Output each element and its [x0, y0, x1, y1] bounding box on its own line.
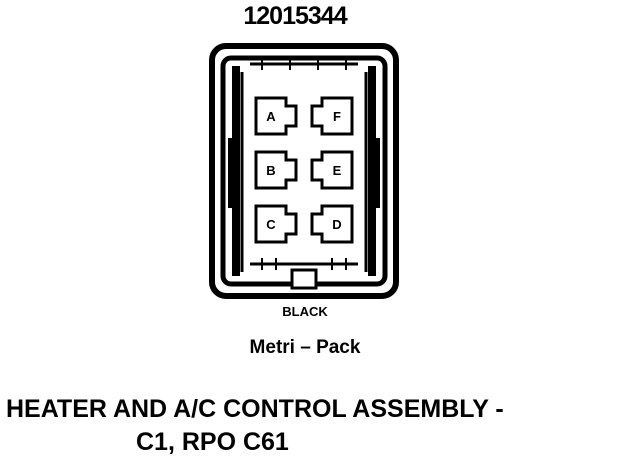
- connector-color-label: BLACK: [282, 304, 328, 319]
- left-latch: [228, 66, 244, 276]
- cavity-c: C: [254, 204, 298, 244]
- cavity-b: B: [254, 150, 298, 190]
- top-edge-ticks: [250, 60, 358, 70]
- caption-title: HEATER AND A/C CONTROL ASSEMBLY -: [6, 395, 504, 423]
- pin-label-e: E: [333, 163, 342, 178]
- connector-drawing: A B C F E D: [209, 43, 399, 299]
- caption-subtitle: C1, RPO C61: [136, 428, 289, 456]
- polarization-key: [290, 268, 318, 290]
- part-number-label: 12015344: [243, 2, 347, 30]
- connector-family-label: Metri – Pack: [249, 337, 361, 358]
- cavity-f: F: [310, 96, 354, 136]
- pin-label-b: B: [266, 163, 275, 178]
- pin-label-c: C: [266, 217, 276, 232]
- cavity-e: E: [310, 150, 354, 190]
- pin-label-a: A: [266, 109, 276, 124]
- pin-label-f: F: [333, 109, 341, 124]
- cavity-d: D: [310, 204, 354, 244]
- bottom-edge-ticks: [250, 258, 358, 270]
- right-latch: [364, 66, 380, 276]
- cavity-a: A: [254, 96, 298, 136]
- connector-housing-inner: [220, 55, 388, 287]
- pin-label-d: D: [332, 217, 341, 232]
- connector-housing-outer: [209, 43, 399, 299]
